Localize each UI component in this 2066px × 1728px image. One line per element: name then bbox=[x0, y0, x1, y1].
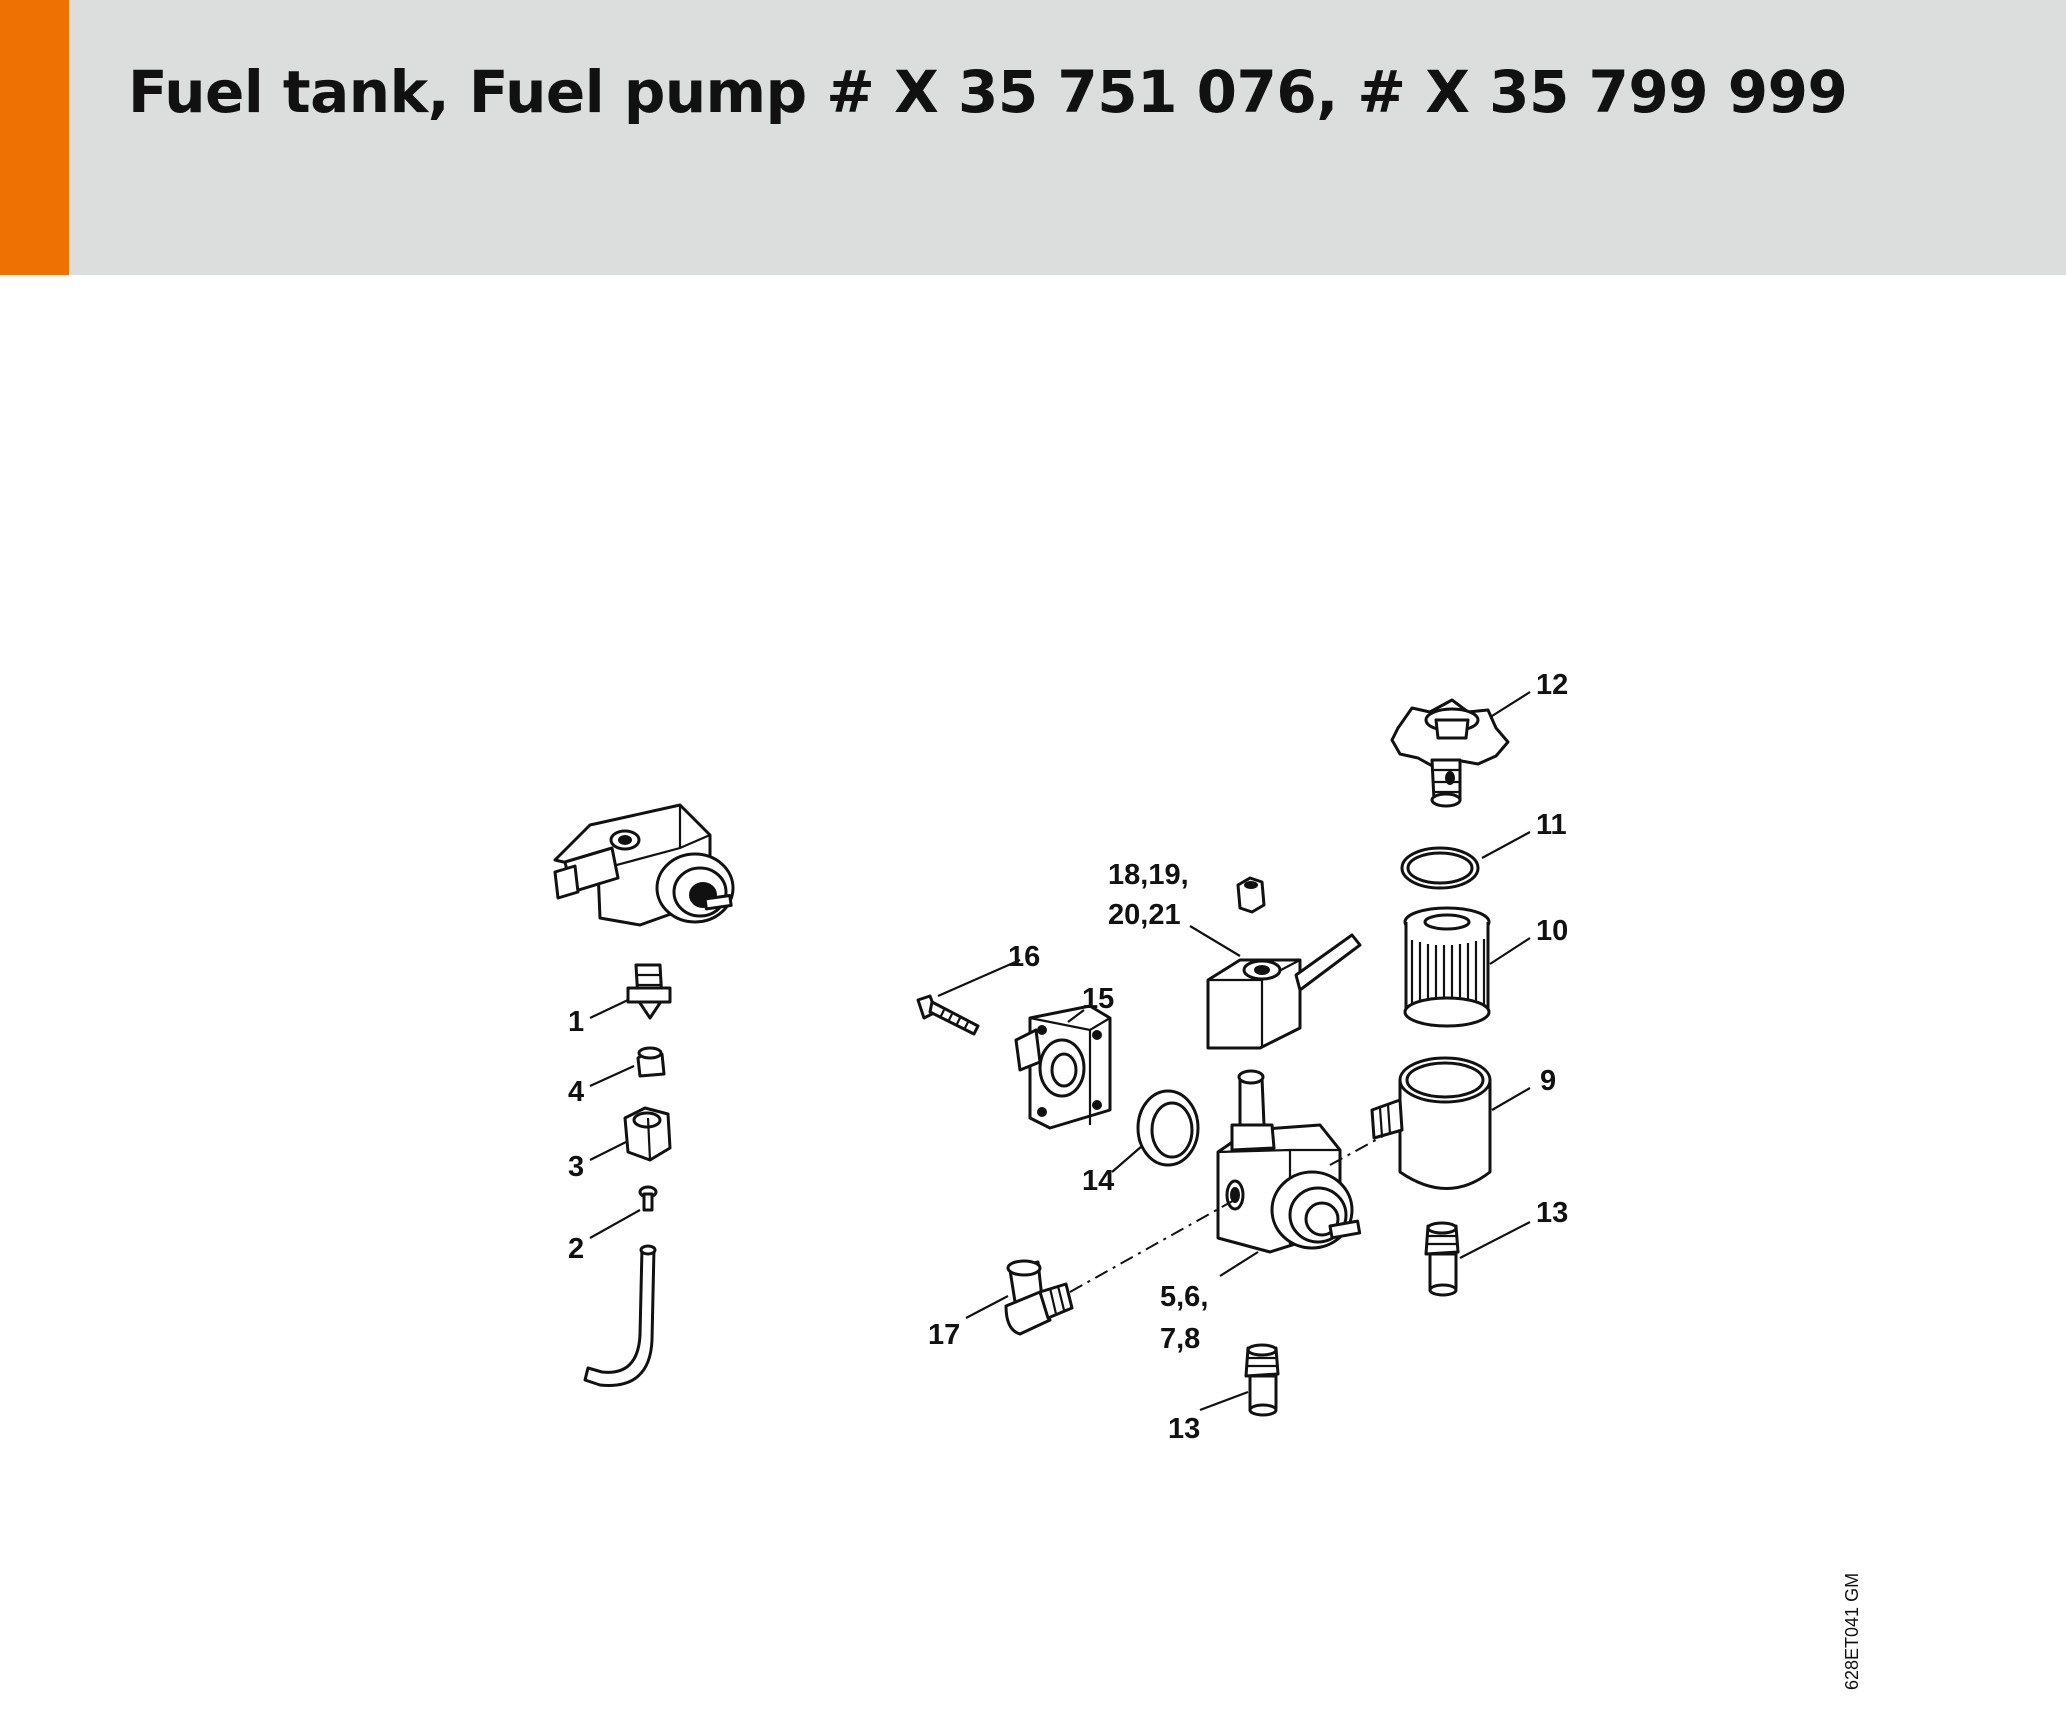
o-ring-icon bbox=[1400, 846, 1480, 890]
callout-15: 15 bbox=[1082, 983, 1114, 1015]
pump-assembly-icon bbox=[553, 803, 735, 927]
gasket-icon bbox=[1136, 1089, 1200, 1167]
callout-10: 10 bbox=[1536, 915, 1568, 947]
bolt-icon bbox=[916, 994, 980, 1036]
fuel-hose-icon bbox=[583, 1244, 657, 1387]
image-code: 628ET041 GM bbox=[1842, 1572, 1862, 1690]
sleeve-icon bbox=[636, 1046, 666, 1078]
fuel-pump-icon bbox=[1216, 1069, 1362, 1254]
callout-4: 4 bbox=[568, 1076, 584, 1108]
callout-9: 9 bbox=[1540, 1065, 1556, 1097]
callout-5-6: 5,6, bbox=[1160, 1281, 1208, 1313]
union-nut-icon bbox=[626, 963, 672, 1020]
knurled-screw-icon bbox=[1390, 698, 1510, 808]
flange-icon bbox=[1014, 1004, 1112, 1130]
fitting-icon bbox=[1244, 1343, 1280, 1417]
elbow-fitting-icon bbox=[1004, 1259, 1074, 1336]
callout-13-right: 13 bbox=[1536, 1197, 1568, 1229]
callout-20-21: 20,21 bbox=[1108, 899, 1181, 931]
screw-icon bbox=[638, 1185, 658, 1212]
fitting-icon bbox=[1424, 1221, 1460, 1297]
callout-16: 16 bbox=[1008, 941, 1040, 973]
filter-element-icon bbox=[1403, 906, 1491, 1028]
callout-18-19: 18,19, bbox=[1108, 859, 1189, 891]
solenoid-valve-icon bbox=[1206, 933, 1362, 1050]
page-title: Fuel tank, Fuel pump # X 35 751 076, # X… bbox=[128, 58, 1848, 126]
hex-nut-icon bbox=[623, 1106, 672, 1162]
callout-13-bottom: 13 bbox=[1168, 1413, 1200, 1445]
callout-11: 11 bbox=[1536, 809, 1567, 841]
callout-14: 14 bbox=[1082, 1165, 1114, 1197]
filter-bowl-icon bbox=[1370, 1056, 1492, 1190]
callout-1: 1 bbox=[568, 1006, 584, 1038]
callout-7-8: 7,8 bbox=[1160, 1323, 1200, 1355]
callout-12: 12 bbox=[1536, 669, 1568, 701]
header-band: Fuel tank, Fuel pump # X 35 751 076, # X… bbox=[0, 0, 2066, 275]
accent-bar bbox=[0, 0, 69, 275]
callout-3: 3 bbox=[568, 1151, 584, 1183]
callout-2: 2 bbox=[568, 1233, 584, 1265]
callout-17: 17 bbox=[928, 1319, 960, 1351]
hex-nut-icon bbox=[1236, 876, 1266, 914]
